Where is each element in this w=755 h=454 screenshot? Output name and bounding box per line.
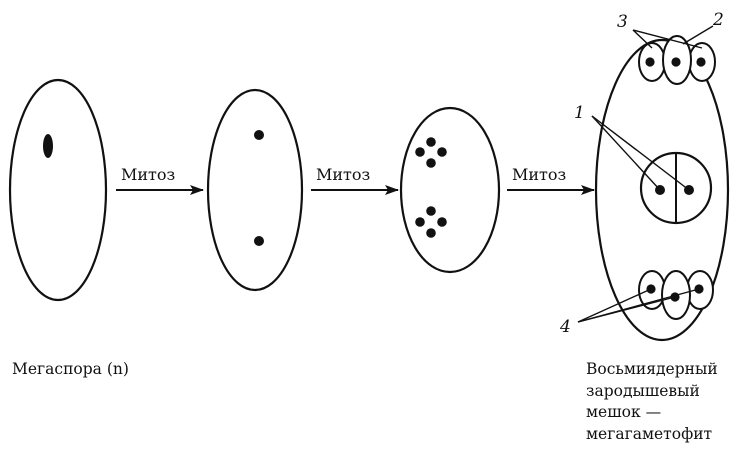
megaspore-nucleus	[43, 134, 53, 158]
nucleus	[415, 217, 425, 227]
mitosis-label-3: Митоз	[512, 165, 566, 184]
leader-4-a	[577, 288, 652, 323]
marker-2: 2	[712, 10, 724, 30]
top-triad	[638, 35, 716, 85]
nucleus	[645, 57, 655, 67]
mitosis-arrow-2: Митоз	[311, 165, 399, 195]
leader-1-b	[591, 115, 690, 191]
leader-lines	[577, 25, 714, 323]
stage-four-nuclei	[399, 106, 501, 274]
nuclei-group-top	[415, 137, 447, 168]
nucleus	[426, 137, 436, 147]
leader-3-b	[632, 29, 703, 49]
nucleus	[415, 147, 425, 157]
stage-embryo-sac: 3 2 1 4	[559, 10, 730, 342]
nucleus	[696, 57, 706, 67]
leader-2	[682, 25, 714, 45]
mitosis-label-1: Митоз	[121, 165, 175, 184]
two-nuclei-cell	[206, 88, 304, 292]
embryo-sac-caption: Восьмиядерный зародышевый мешок — мегага…	[586, 359, 755, 445]
nucleus	[426, 228, 436, 238]
central-cell	[639, 151, 713, 225]
megaspore-cell	[8, 78, 108, 302]
caption-line: Восьмиядерный	[586, 360, 718, 378]
nucleus-top	[254, 130, 264, 140]
nucleus-bottom	[254, 236, 264, 246]
mitosis-label-2: Митоз	[316, 165, 370, 184]
four-nuclei-cell	[399, 106, 501, 274]
mitosis-arrow-3: Митоз	[507, 165, 595, 195]
marker-4: 4	[559, 317, 571, 337]
nucleus	[671, 57, 681, 67]
nucleus	[437, 147, 447, 157]
marker-3: 3	[617, 12, 628, 32]
marker-1: 1	[574, 103, 585, 123]
stage-megaspore	[8, 78, 108, 302]
caption-line: зародышевый	[586, 381, 700, 400]
nucleus	[437, 217, 447, 227]
nucleus	[426, 206, 436, 216]
nuclei-group-bottom	[415, 206, 447, 238]
mitosis-arrow-1: Митоз	[116, 165, 204, 195]
caption-line: мешок —	[586, 403, 662, 421]
megaspore-caption: Мегаспора (n)	[12, 360, 129, 378]
leader-4-c	[577, 288, 700, 323]
embryo-sac-cell	[594, 38, 730, 342]
nucleus	[426, 158, 436, 168]
stage-two-nuclei	[206, 88, 304, 292]
caption-line: мегагаметофит	[586, 424, 713, 443]
leader-3-a	[632, 29, 653, 49]
leader-1-a	[591, 115, 661, 191]
